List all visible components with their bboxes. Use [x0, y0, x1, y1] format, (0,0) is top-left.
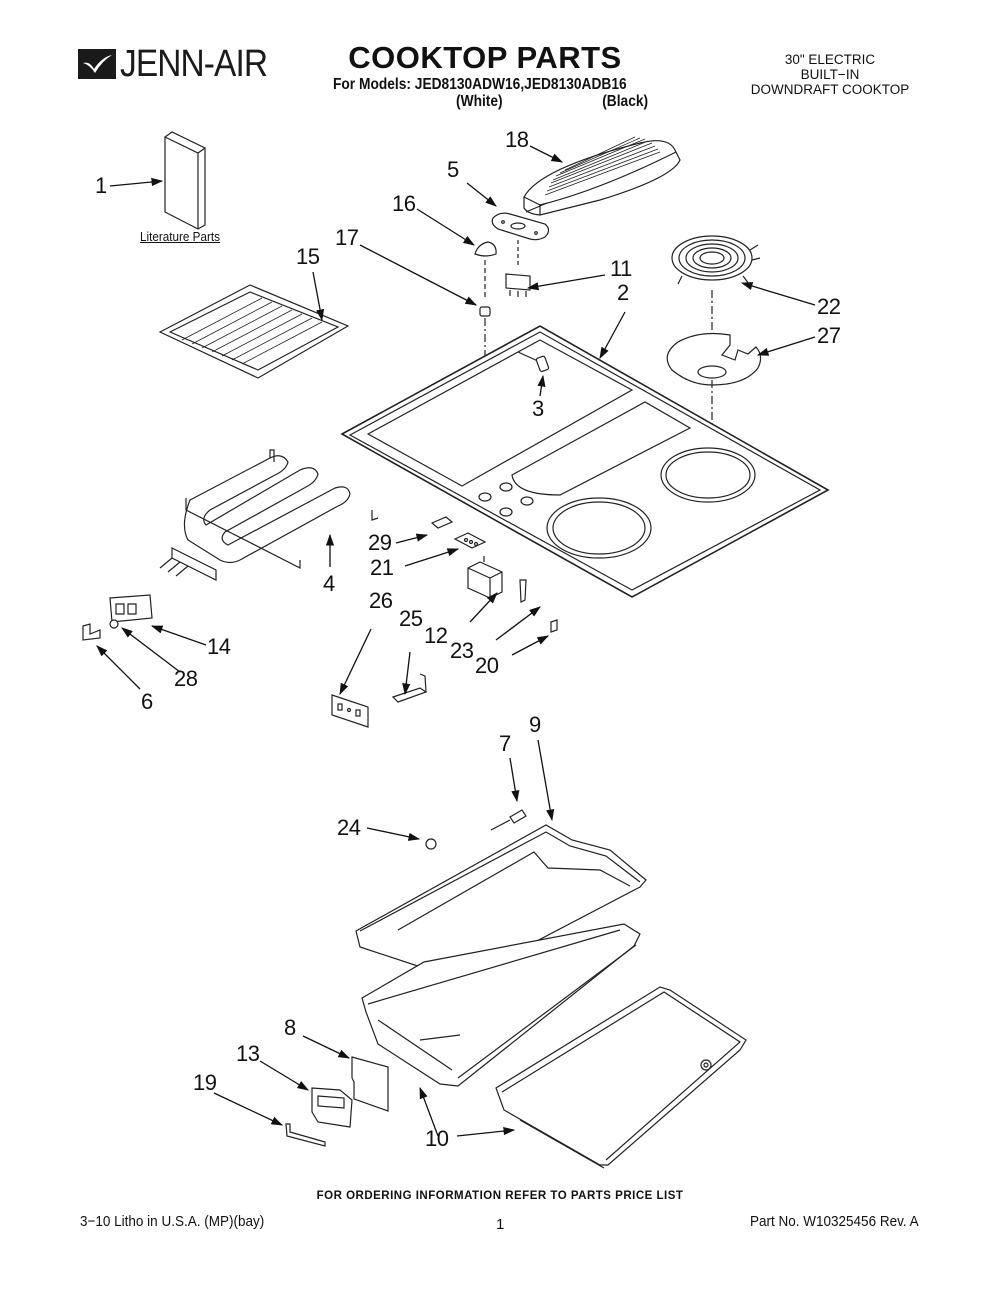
- thermistor-probe[interactable]: [519, 579, 527, 603]
- callout-20: 20: [475, 653, 499, 678]
- literature-book[interactable]: [164, 131, 206, 230]
- callout-7: 7: [499, 731, 511, 756]
- switch-plate[interactable]: [491, 202, 550, 241]
- variant-white: (White): [456, 93, 503, 110]
- models-line: For Models: JED8130ADW16,JED8130ADB16: [333, 76, 627, 93]
- terminal-block[interactable]: [109, 594, 153, 623]
- callout-21: 21: [370, 555, 394, 580]
- product-description: 30" ELECTRIC BUILT−IN DOWNDRAFT COOKTOP: [740, 52, 920, 97]
- callout-22: 22: [817, 294, 841, 319]
- retaining-clip[interactable]: [550, 619, 558, 633]
- callout-16: 16: [392, 191, 416, 216]
- callout-13: 13: [236, 1041, 260, 1066]
- callout-4: 4: [323, 571, 335, 596]
- callout-14: 14: [207, 634, 231, 659]
- leader-lines: [96, 145, 816, 1137]
- callout-5: 5: [447, 157, 459, 182]
- callout-2: 2: [617, 280, 629, 305]
- brand-logo: JENN-AIR: [78, 44, 287, 84]
- description-line: BUILT−IN: [800, 67, 860, 82]
- clip-nut[interactable]: [425, 838, 437, 850]
- infinite-switch[interactable]: [467, 556, 503, 599]
- burner-box[interactable]: [495, 986, 747, 1169]
- hex-nut[interactable]: [109, 619, 119, 629]
- callout-6: 6: [141, 689, 153, 714]
- part-number: Part No. W10325456 Rev. A: [750, 1213, 919, 1230]
- callout-11: 11: [610, 256, 632, 281]
- litho-info: 3−10 Litho in U.S.A. (MP)(bay): [80, 1213, 265, 1230]
- screw[interactable]: [430, 516, 454, 529]
- model-variants: (White) (Black): [456, 93, 648, 111]
- literature-parts-label: Literature Parts: [140, 229, 220, 244]
- callout-25: 25: [399, 606, 423, 631]
- burner-box[interactable]: [361, 923, 641, 1087]
- terminal-block[interactable]: [311, 1087, 353, 1128]
- knob-cap[interactable]: [474, 241, 497, 300]
- callout-28: 28: [174, 666, 198, 691]
- page-title-text: COOKTOP PARTS: [348, 40, 622, 75]
- access-cover[interactable]: [351, 1056, 389, 1112]
- callout-3: 3: [532, 396, 544, 421]
- callout-27: 27: [817, 323, 841, 348]
- cooktop-top[interactable]: [340, 325, 830, 598]
- bracket[interactable]: [82, 623, 101, 641]
- screw[interactable]: [490, 809, 527, 831]
- callout-23: 23: [450, 638, 474, 663]
- support-bracket[interactable]: [391, 673, 428, 703]
- callout-26: 26: [369, 588, 393, 613]
- callout-1: 1: [95, 173, 107, 198]
- callout-24: 24: [337, 815, 361, 840]
- page-number: 1: [496, 1216, 505, 1233]
- callout-9: 9: [529, 712, 541, 737]
- callout-18: 18: [505, 127, 529, 152]
- rocker-switch[interactable]: [505, 240, 531, 297]
- indicator-label[interactable]: [453, 532, 487, 549]
- mounting-plate[interactable]: [331, 694, 369, 728]
- vent-grille[interactable]: [523, 136, 681, 216]
- description-line: 30" ELECTRIC: [784, 52, 876, 67]
- drip-tray[interactable]: [355, 824, 647, 979]
- mounting-bracket[interactable]: [285, 1123, 326, 1147]
- ordering-note: FOR ORDERING INFORMATION REFER TO PARTS …: [316, 1190, 684, 1202]
- mounting-screw[interactable]: [517, 351, 550, 372]
- callout-10: 10: [425, 1126, 449, 1151]
- callout-19: 19: [193, 1070, 217, 1095]
- surface-coil-element[interactable]: [671, 235, 761, 345]
- grill-grate[interactable]: [158, 284, 350, 379]
- variant-black: (Black): [602, 93, 649, 110]
- callout-12: 12: [424, 623, 448, 648]
- callout-29: 29: [368, 530, 392, 555]
- callout-8: 8: [284, 1015, 296, 1040]
- callout-17: 17: [335, 225, 359, 250]
- jenn-air-logo-icon: [78, 49, 116, 79]
- page-title: COOKTOP PARTS: [0, 40, 1000, 76]
- grill-element[interactable]: [159, 449, 379, 581]
- brand-name: JENN-AIR: [120, 43, 268, 85]
- description-line: DOWNDRAFT COOKTOP: [750, 82, 910, 97]
- callout-15: 15: [296, 244, 320, 269]
